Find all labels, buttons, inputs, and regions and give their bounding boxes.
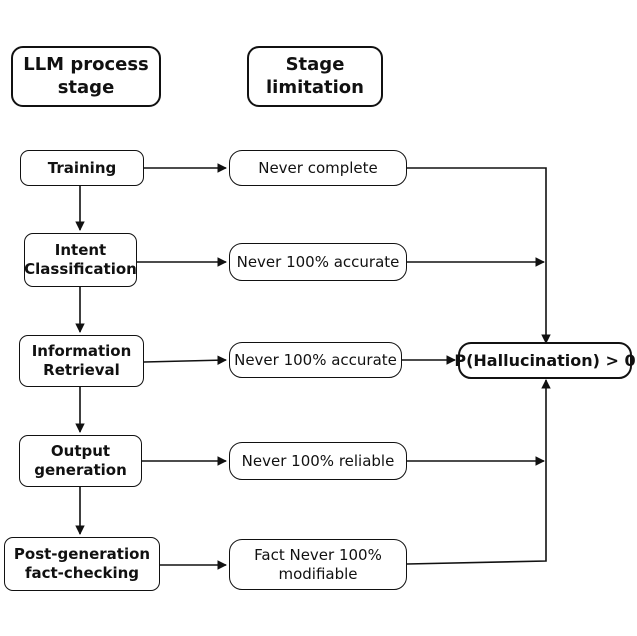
result-probability-hallucination-label: P(Hallucination) > 0 <box>454 350 636 370</box>
limitation-never-100-accurate-retrieval: Never 100% accurate <box>229 342 402 378</box>
arrow-retrieval-to-limitation <box>143 355 227 366</box>
stage-information-retrieval: Information Retrieval <box>19 335 144 387</box>
header-stage-limitation-line-1: Stage <box>285 54 345 75</box>
stage-post-generation-fact-checking-line-1: Post-generation <box>13 545 151 564</box>
limitation-never-100-accurate-intent-label: Never 100% accurate <box>236 252 400 271</box>
stage-intent-classification-line-2: Classification <box>24 260 137 278</box>
limitation-fact-never-100-modifiable-line-1: Fact Never 100% <box>254 545 382 564</box>
stage-information-retrieval-line-1: Information <box>31 342 132 361</box>
header-llm-process-stage-line-1: LLM process <box>23 54 149 75</box>
header-llm-process-stage-line-2: stage <box>57 76 115 98</box>
stage-training: Training <box>20 150 144 186</box>
stage-intent-classification-line-1: Intent <box>54 241 107 260</box>
limitation-never-100-reliable: Never 100% reliable <box>229 442 407 480</box>
stage-output-generation-line-2: generation <box>34 461 127 479</box>
header-llm-process-stage: LLM process stage <box>11 46 161 107</box>
limitation-never-100-accurate-retrieval-label: Never 100% accurate <box>234 350 397 369</box>
stage-output-generation-line-1: Output <box>50 442 111 461</box>
stage-post-generation-fact-checking: Post-generation fact-checking <box>4 537 160 591</box>
result-probability-hallucination: P(Hallucination) > 0 <box>454 342 636 379</box>
arrow-limit1-to-result <box>407 167 551 344</box>
stage-information-retrieval-line-2: Retrieval <box>43 361 120 379</box>
stage-output-generation: Output generation <box>19 435 142 487</box>
limitation-never-100-reliable-label: Never 100% reliable <box>241 451 395 470</box>
header-stage-limitation-line-2: limitation <box>266 76 364 98</box>
limitation-fact-never-100-modifiable-line-2: modifiable <box>278 564 358 583</box>
limitation-fact-never-100-modifiable: Fact Never 100% modifiable <box>229 539 407 590</box>
header-stage-limitation: Stage limitation <box>247 46 383 107</box>
stage-training-label: Training <box>47 158 117 177</box>
limitation-never-complete: Never complete <box>229 150 407 186</box>
limitation-never-100-accurate-intent: Never 100% accurate <box>229 243 407 281</box>
stage-intent-classification: Intent Classification <box>24 233 137 287</box>
stage-post-generation-fact-checking-line-2: fact-checking <box>24 564 140 582</box>
limitation-never-complete-label: Never complete <box>258 158 378 177</box>
arrow-limit5-to-result <box>406 379 551 565</box>
